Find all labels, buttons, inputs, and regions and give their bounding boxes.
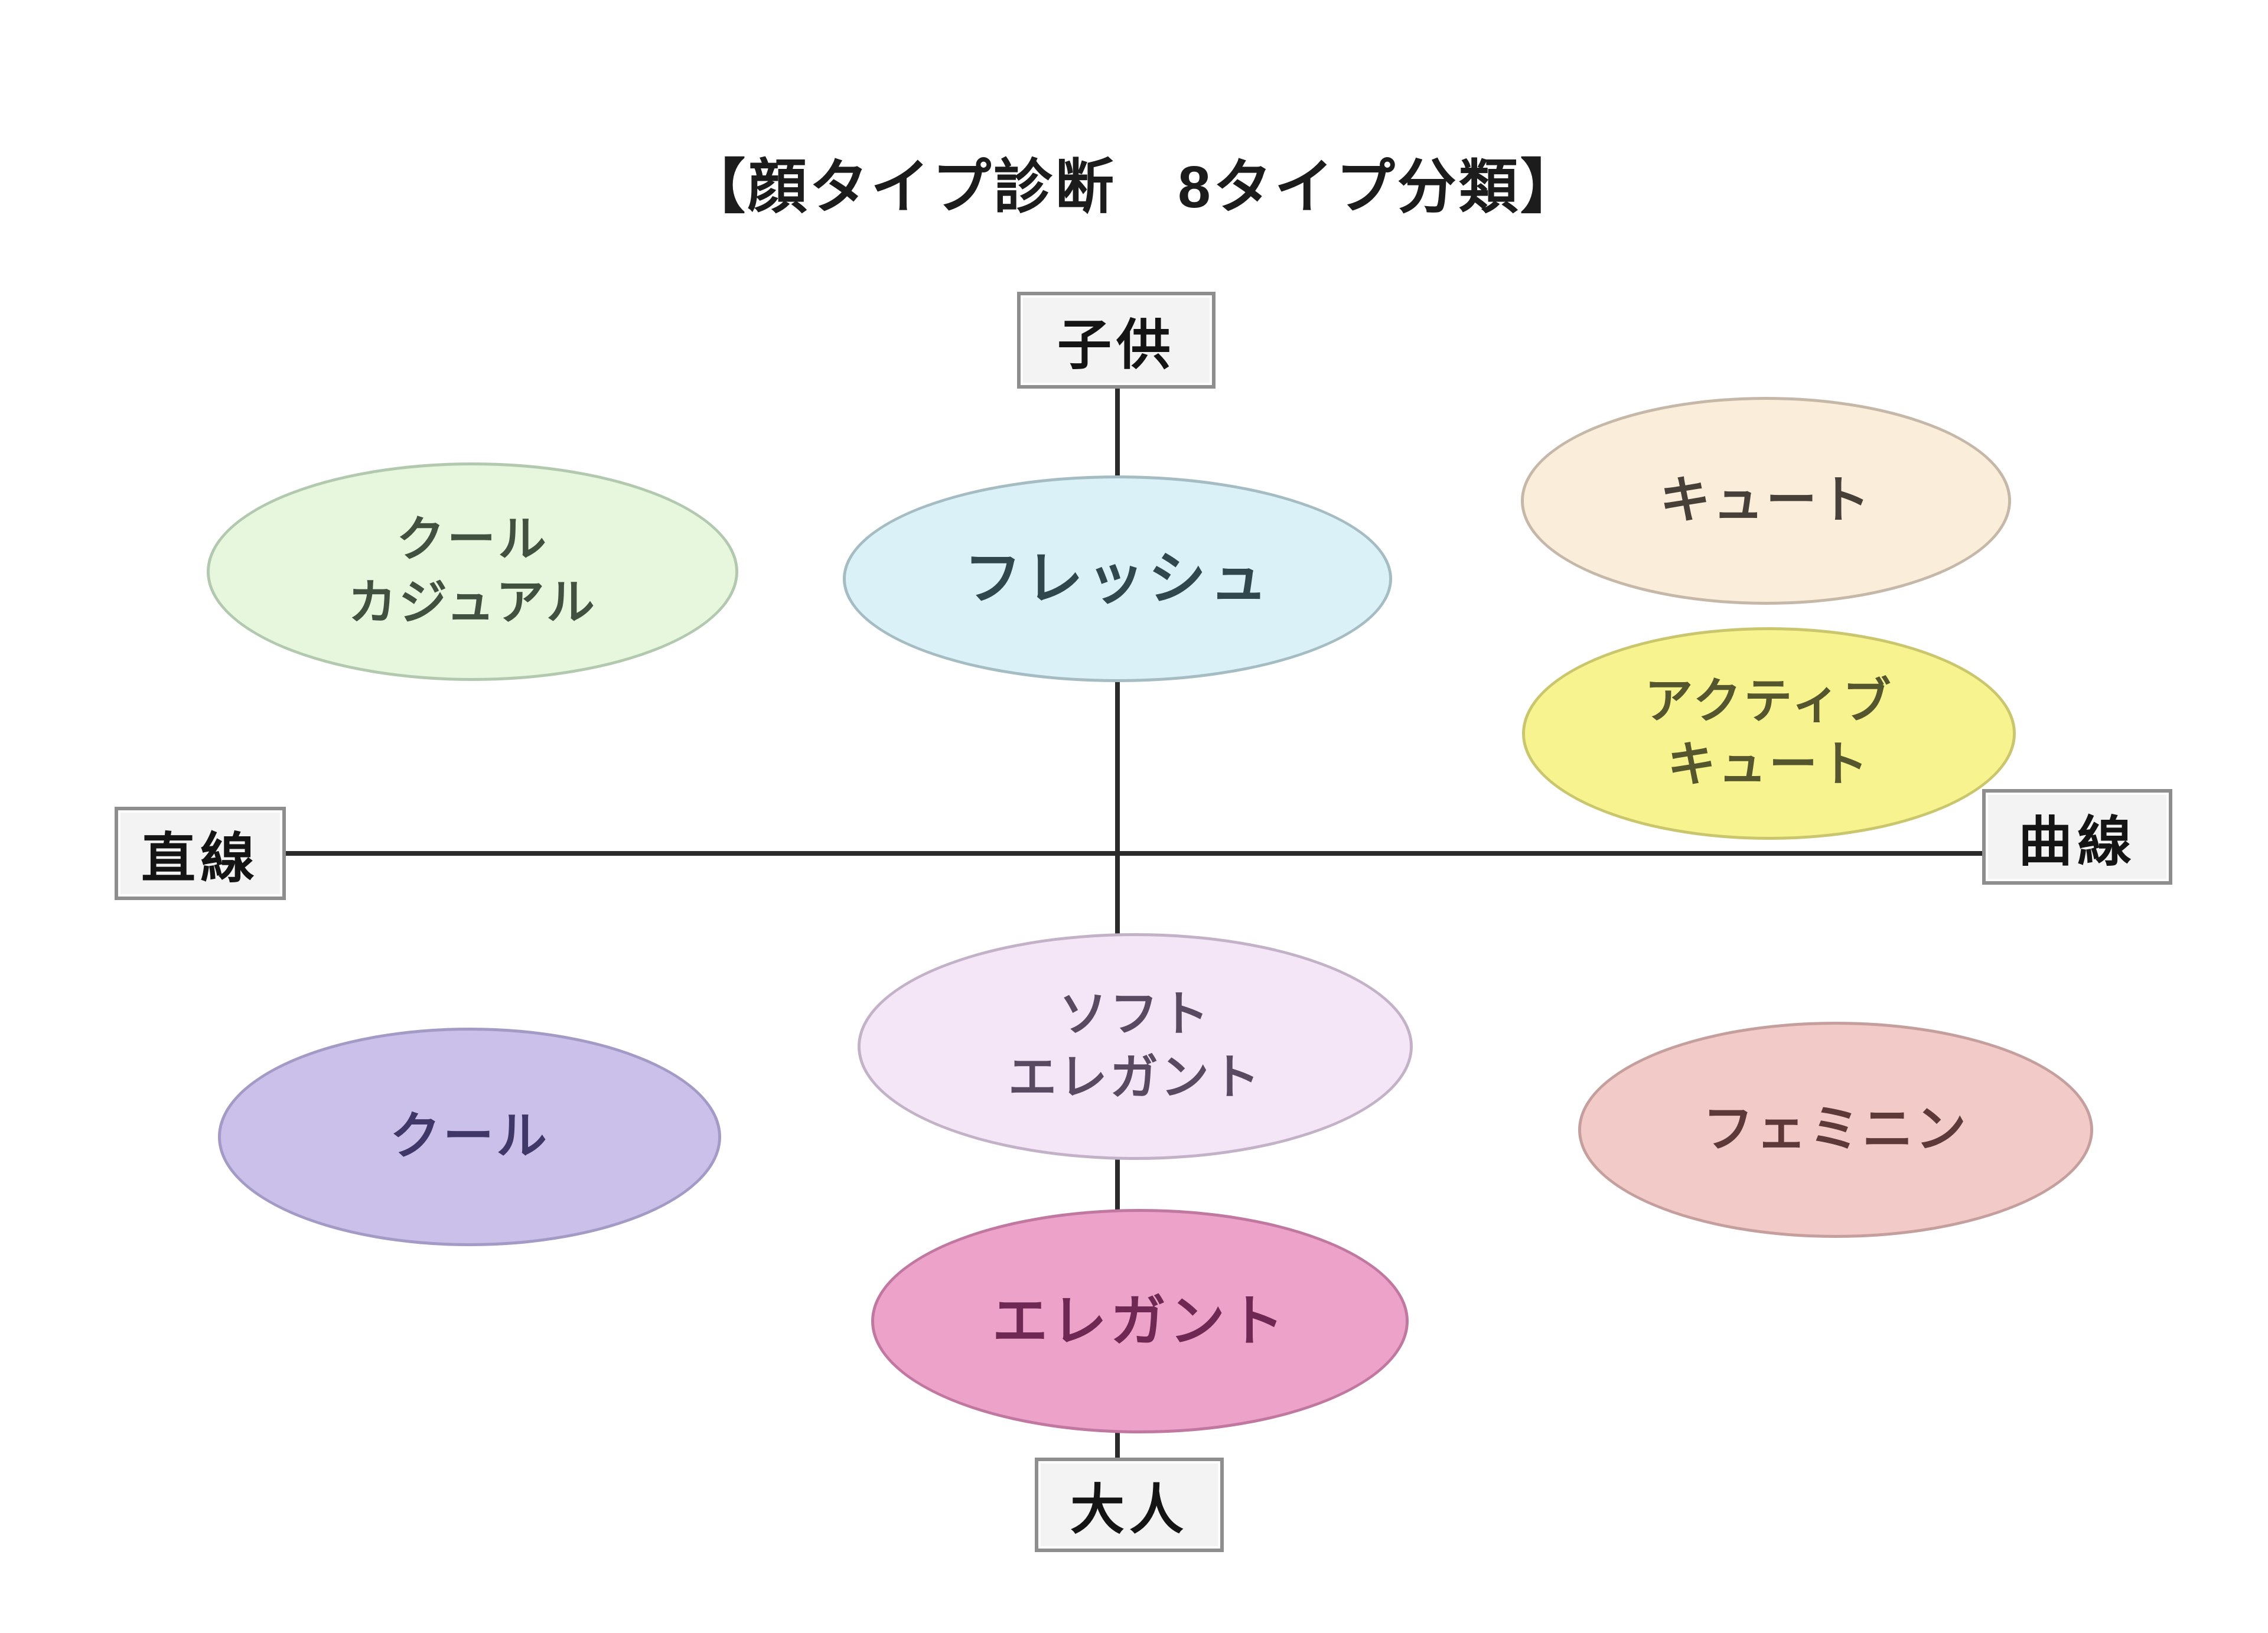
axis-label-straight: 直線 [115,807,286,900]
axis-label-curved-text: 曲線 [2018,811,2136,872]
axis-label-child-text: 子供 [1057,315,1175,376]
type-ellipse-feminine: フェミニン [1578,1022,2093,1238]
type-ellipse-elegant: エレガント [871,1209,1409,1433]
type-ellipse-cute: キュート [1521,397,2011,605]
axis-label-adult: 大人 [1035,1458,1224,1552]
axis-label-adult-text: 大人 [1070,1479,1188,1540]
axis-label-straight-text: 直線 [141,828,259,889]
type-ellipse-active-cute: アクティブ キュート [1522,627,2016,840]
vertical-axis-line [1115,387,1120,1459]
type-label-cute: キュート [1660,472,1872,529]
type-label-cool: クール [390,1108,549,1165]
type-label-cool-casual: クール カジュアル [348,513,597,630]
type-label-elegant: エレガント [992,1289,1288,1352]
type-label-feminine: フェミニン [1703,1101,1969,1158]
horizontal-axis-line [282,851,1983,856]
axis-label-child: 子供 [1017,292,1216,389]
type-label-fresh: フレッシュ [963,546,1271,611]
type-ellipse-cool-casual: クール カジュアル [207,462,738,681]
axis-label-curved: 曲線 [1982,789,2172,885]
diagram-title: 【顔タイプ診断 8タイプ分類】 [686,154,1582,220]
type-ellipse-cool: クール [218,1028,721,1246]
type-label-active-cute: アクティブ キュート [1644,674,1894,791]
type-label-soft-elegant: ソフト エレガント [1008,987,1262,1104]
type-ellipse-soft-elegant: ソフト エレガント [858,933,1413,1160]
type-ellipse-fresh: フレッシュ [843,475,1392,682]
